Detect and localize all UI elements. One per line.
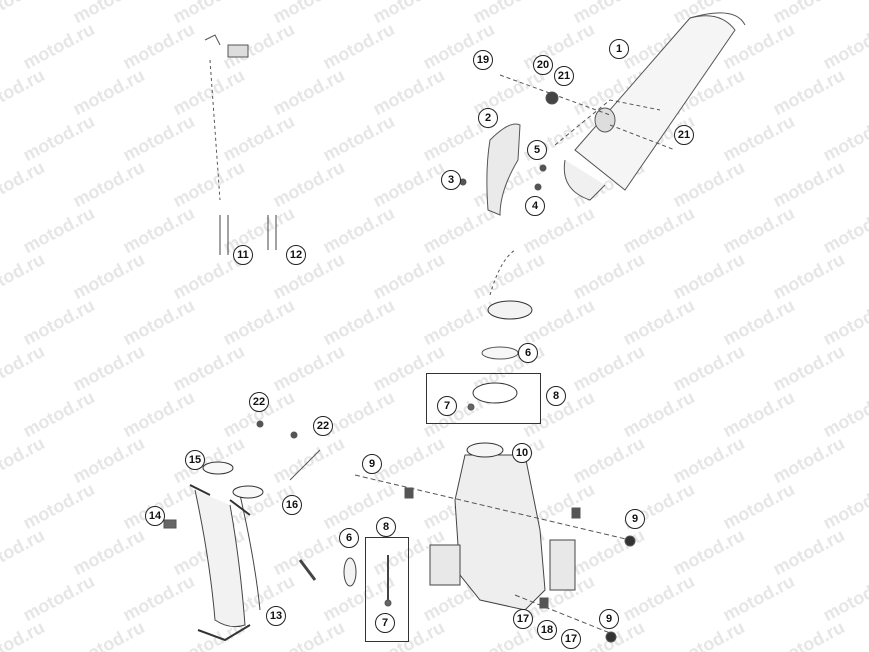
bushing-part bbox=[571, 507, 581, 519]
callout-9[interactable]: 9 bbox=[362, 454, 382, 474]
callout-21[interactable]: 21 bbox=[674, 125, 694, 145]
callout-11[interactable]: 11 bbox=[233, 245, 253, 265]
callout-1[interactable]: 1 bbox=[609, 39, 629, 59]
callout-7[interactable]: 7 bbox=[437, 396, 457, 416]
assembly-line bbox=[514, 594, 616, 636]
plug-part bbox=[290, 431, 298, 439]
callout-12[interactable]: 12 bbox=[286, 245, 306, 265]
clamp-group-box-upper bbox=[426, 373, 541, 424]
sensor-part bbox=[289, 449, 321, 481]
callout-2[interactable]: 2 bbox=[478, 108, 498, 128]
callout-17[interactable]: 17 bbox=[513, 609, 533, 629]
callout-13[interactable]: 13 bbox=[266, 606, 286, 626]
callout-9[interactable]: 9 bbox=[599, 609, 619, 629]
nut-part bbox=[163, 519, 177, 529]
gasket-part bbox=[343, 557, 357, 587]
muffler-part bbox=[554, 12, 746, 201]
nut-part bbox=[605, 631, 617, 643]
callout-20[interactable]: 20 bbox=[533, 55, 553, 75]
gasket-part bbox=[202, 461, 234, 475]
callout-4[interactable]: 4 bbox=[525, 196, 545, 216]
callout-21[interactable]: 21 bbox=[554, 66, 574, 86]
callout-9[interactable]: 9 bbox=[625, 509, 645, 529]
assembly-line bbox=[354, 474, 631, 541]
callout-22[interactable]: 22 bbox=[313, 416, 333, 436]
nut-part bbox=[384, 599, 392, 607]
seal-part bbox=[298, 559, 317, 581]
heat-shield-part bbox=[486, 123, 521, 216]
spring-pair-part bbox=[204, 34, 277, 255]
callout-6[interactable]: 6 bbox=[339, 528, 359, 548]
callout-7[interactable]: 7 bbox=[375, 613, 395, 633]
assembly-line bbox=[609, 124, 676, 151]
callout-15[interactable]: 15 bbox=[185, 450, 205, 470]
bushing-part bbox=[539, 597, 549, 609]
callout-5[interactable]: 5 bbox=[527, 140, 547, 160]
callout-18[interactable]: 18 bbox=[537, 620, 557, 640]
header-pipes-part bbox=[194, 489, 261, 642]
callout-22[interactable]: 22 bbox=[249, 392, 269, 412]
callout-8[interactable]: 8 bbox=[376, 517, 396, 537]
grommet-part bbox=[545, 91, 559, 105]
flange-part bbox=[189, 484, 251, 516]
gasket-part bbox=[481, 346, 519, 360]
callout-19[interactable]: 19 bbox=[473, 50, 493, 70]
bushing-part bbox=[404, 487, 414, 499]
callout-3[interactable]: 3 bbox=[441, 170, 461, 190]
nut-part bbox=[467, 403, 475, 411]
gasket-part bbox=[232, 485, 264, 499]
clamp-part bbox=[472, 382, 518, 404]
callout-10[interactable]: 10 bbox=[512, 443, 532, 463]
callout-6[interactable]: 6 bbox=[518, 343, 538, 363]
link-pipe bbox=[489, 249, 516, 296]
callout-17[interactable]: 17 bbox=[561, 629, 581, 649]
clamp-group-box-lower bbox=[365, 537, 409, 642]
manifold-collector-part bbox=[429, 442, 576, 611]
callout-8[interactable]: 8 bbox=[546, 386, 566, 406]
spring-part bbox=[539, 164, 547, 172]
plug-part bbox=[256, 420, 264, 428]
callout-14[interactable]: 14 bbox=[145, 506, 165, 526]
seal-ring-part bbox=[487, 300, 533, 320]
nut-part bbox=[624, 535, 636, 547]
callout-16[interactable]: 16 bbox=[282, 495, 302, 515]
bolt-part bbox=[534, 183, 542, 191]
